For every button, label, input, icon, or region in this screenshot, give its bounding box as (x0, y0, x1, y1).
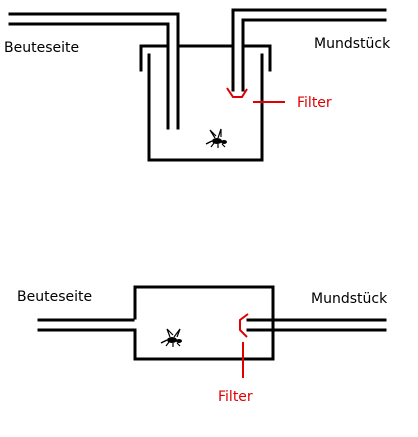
label-mundstueck-bottom: Mundstück (311, 291, 388, 307)
label-beuteseite-top: Beuteseite (4, 40, 79, 56)
mouthpiece-tube-top (231, 8, 387, 92)
label-filter-top: Filter (297, 95, 332, 111)
jar-container (147, 53, 264, 162)
bottom-diagram: Beuteseite Mundstück Filter (17, 285, 388, 405)
top-diagram: Beuteseite Mundstück Filter (4, 8, 391, 162)
intake-tube-top (8, 12, 180, 130)
insect-icon (160, 328, 182, 347)
chamber-box (133, 285, 275, 361)
intake-tube-bottom (37, 318, 135, 332)
filter-mesh-bottom (239, 313, 249, 338)
label-filter-bottom: Filter (218, 389, 253, 405)
mouthpiece-tube-bottom (246, 318, 387, 332)
filter-mesh-top (226, 87, 248, 98)
label-beuteseite-bottom: Beuteseite (17, 289, 92, 305)
label-mundstueck-top: Mundstück (314, 36, 391, 52)
jar-lid (139, 44, 272, 72)
insect-icon (205, 128, 227, 148)
